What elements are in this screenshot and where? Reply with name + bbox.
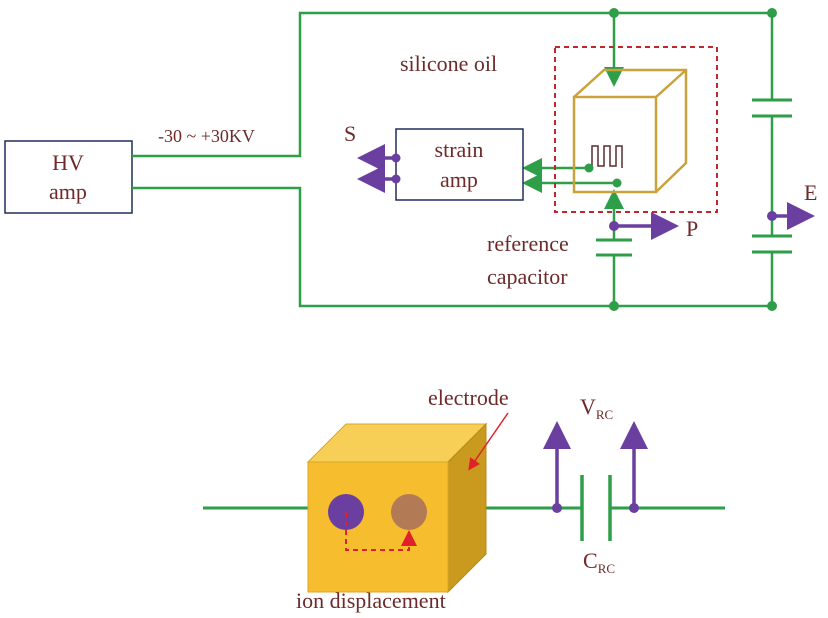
silicone-oil-enclosure: [554, 46, 718, 213]
ion-displacement-arrow: [345, 512, 417, 551]
voltage-range-label: -30 ~ +30KV: [158, 126, 255, 146]
c-rc-label: CRC: [583, 548, 615, 576]
reference-capacitor: [596, 238, 632, 257]
electrode-cube: [306, 422, 488, 594]
sample-cube: [572, 68, 688, 194]
p-node: [609, 221, 619, 231]
v-rc-node-right: [629, 503, 639, 513]
hv-amp-label-line1: HV: [52, 150, 84, 175]
s-output-arrows: [357, 144, 396, 193]
reference-capacitor-label-line1: reference: [487, 231, 569, 256]
v-rc-node-left: [552, 503, 562, 513]
circuit-wires: [132, 11, 774, 308]
hv-amp-box: [4, 140, 133, 214]
e-node: [767, 211, 777, 221]
hv-amp-label-line2: amp: [49, 179, 87, 204]
strain-amp-label-line1: strain: [435, 137, 484, 162]
s-node-2: [391, 174, 401, 184]
top-circuit: HV amp -30 ~ +30KV: [4, 8, 817, 311]
wire-bottom: [132, 186, 774, 308]
ion-right: [391, 494, 427, 530]
v-rc-arrows: [543, 421, 648, 508]
junction-dots: [609, 8, 777, 311]
reference-capacitor-label-line2: capacitor: [487, 264, 568, 289]
gauge-node-1: [584, 163, 594, 173]
main-capacitor: [752, 98, 792, 254]
bottom-diagram: electrode VRC CRC ion displacement: [203, 385, 725, 613]
silicone-oil-label: silicone oil: [400, 51, 497, 76]
electrode-pointer: [468, 412, 509, 471]
e-output-label: E: [804, 180, 817, 205]
strain-amp-box: [395, 128, 524, 201]
gauge-node-2: [612, 178, 622, 188]
strain-gauge-icon: [591, 145, 623, 168]
p-output-label: P: [686, 216, 698, 241]
ion-displacement-label: ion displacement: [296, 588, 446, 613]
electrode-label: electrode: [428, 385, 509, 410]
strain-amp-label-line2: amp: [440, 167, 478, 192]
wire-top: [132, 11, 774, 158]
s-output-label: S: [344, 121, 356, 146]
v-rc-label: VRC: [580, 394, 613, 422]
cube-front-face: [307, 461, 449, 593]
rc-capacitor: [580, 475, 612, 541]
s-node-1: [391, 153, 401, 163]
